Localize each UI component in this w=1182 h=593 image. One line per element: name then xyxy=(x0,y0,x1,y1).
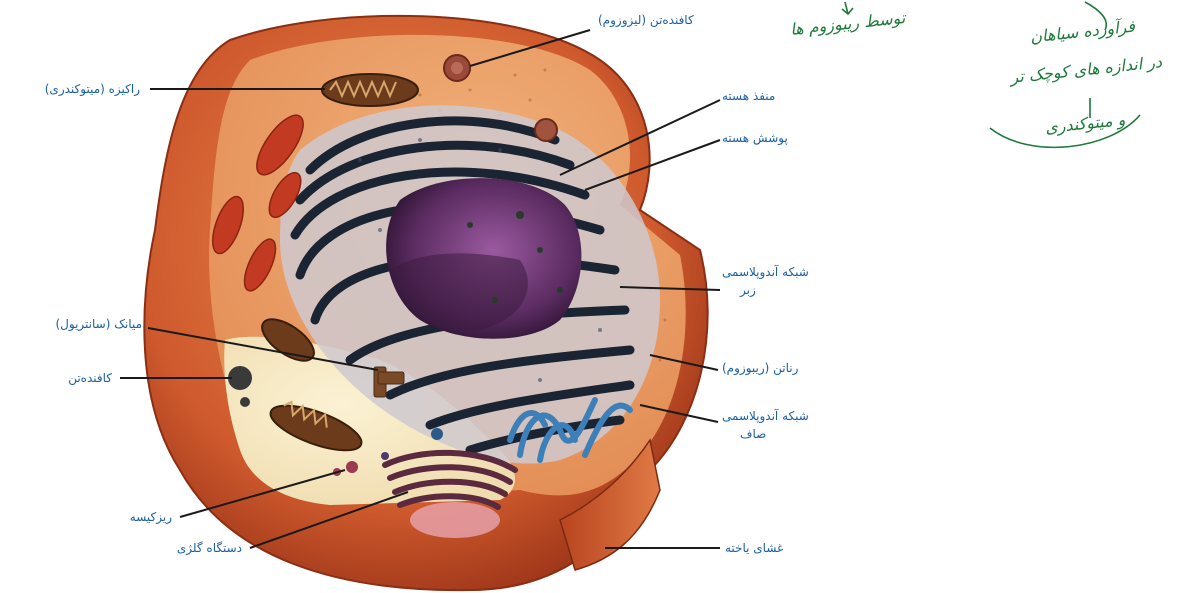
label-membrane: غشای یاخته xyxy=(725,540,783,556)
label-lysosome: کافنده‌تن (لیزوزوم) xyxy=(598,12,694,28)
label-smooth-er-line2: صاف xyxy=(740,426,766,442)
label-ribosome: رناتن (ریبوزوم) xyxy=(722,360,798,376)
label-smooth-er-line1: شبکه آندوپلاسمی xyxy=(722,408,809,424)
label-vacuole: کافنده‌تن xyxy=(40,370,112,386)
vesicle xyxy=(346,461,358,473)
label-rough-er-line2: زبر xyxy=(740,282,756,298)
label-golgi: دستگاه گلژی xyxy=(150,540,242,556)
label-mitochondrion: راکیزه (میتوکندری) xyxy=(20,81,140,97)
label-rough-er-line1: شبکه آندوپلاسمی xyxy=(722,264,809,280)
label-centriole: میانک (سانتریول) xyxy=(8,316,142,332)
golgi-vesicle-pink xyxy=(410,502,500,538)
label-nuclear-pore: منفذ هسته xyxy=(722,88,775,104)
label-nuclear-envelope: پوشش هسته xyxy=(722,130,788,146)
label-vesicle: ریزکیسه xyxy=(100,509,172,525)
small-lysosome xyxy=(535,119,557,141)
